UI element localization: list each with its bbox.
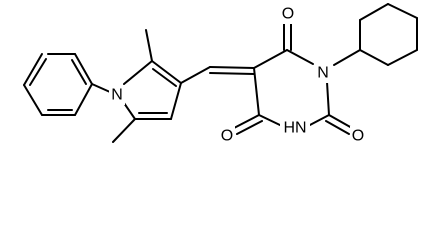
methylidene-bridge [180, 66, 255, 84]
carbonyl-bond [236, 120, 263, 135]
bond [152, 68, 177, 87]
bond [286, 49, 314, 65]
carbonyl-bond [328, 114, 353, 129]
bond [23, 53, 43, 86]
pyrimidine-ring [233, 23, 353, 135]
bond [29, 58, 47, 86]
methyl-bond [112, 118, 136, 143]
pyrrole-nitrogen-label: N [111, 87, 123, 104]
pyrimidine-nitrogen-label: N [317, 65, 329, 82]
bond [71, 59, 87, 85]
chemical-structure-diagram: N N HN O O O [23, 3, 418, 146]
bond [326, 81, 330, 116]
bond [253, 67, 260, 116]
bond [253, 49, 288, 69]
bond [387, 3, 418, 19]
pyrrole-ring [91, 29, 182, 143]
bond [23, 84, 43, 116]
bond [180, 66, 211, 84]
bond [123, 60, 153, 85]
bond [170, 82, 182, 120]
bond [123, 102, 136, 120]
carbonyl-bond [325, 120, 350, 135]
bond [359, 49, 389, 66]
bond [387, 49, 418, 66]
oxygen-label-top: O [282, 6, 294, 23]
oxygen-label-left: O [221, 128, 233, 145]
phenyl-ring [23, 53, 93, 116]
bond [258, 114, 283, 127]
bond [333, 49, 361, 66]
bond [209, 66, 255, 69]
bond [74, 83, 93, 116]
bond [151, 60, 182, 84]
bond [359, 3, 389, 21]
methyl-bond [145, 29, 153, 62]
bond [209, 72, 255, 75]
nh-label: HN [283, 120, 306, 137]
cyclohexyl-ring [333, 3, 418, 66]
bond [74, 53, 93, 85]
bond [91, 83, 111, 93]
bond [307, 114, 330, 127]
carbonyl-bond [233, 114, 260, 129]
atom-labels: N N HN O O O [109, 4, 366, 146]
oxygen-label-right: O [352, 128, 364, 145]
